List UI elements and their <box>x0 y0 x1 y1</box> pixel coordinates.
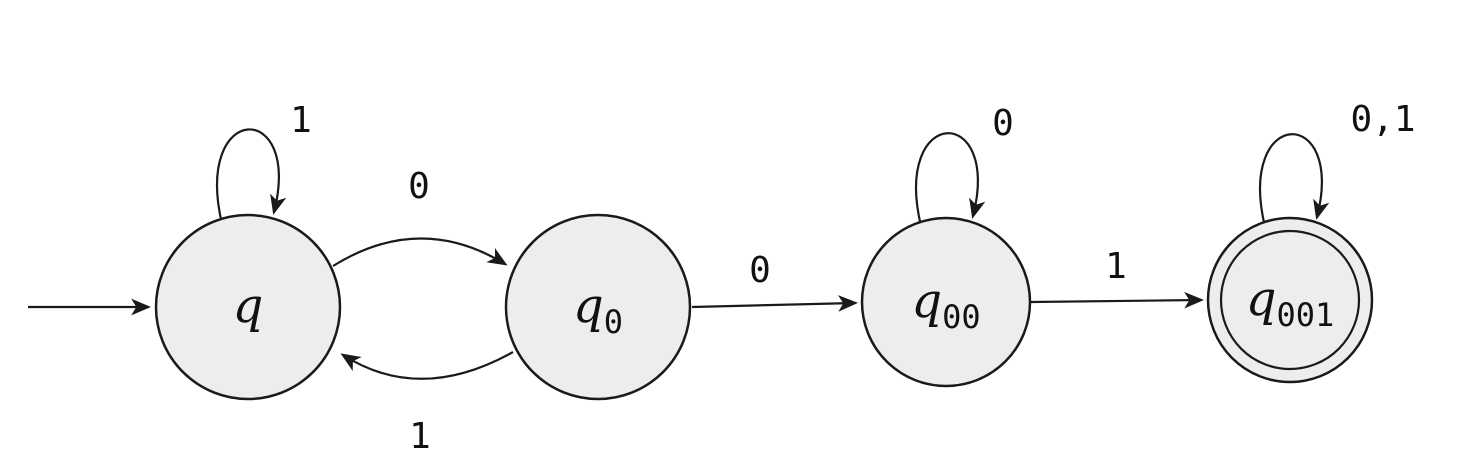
state-q00 <box>860 216 1032 388</box>
transition-label-q001-loop: 0,1 <box>1350 99 1415 140</box>
state-label-q001: q001 <box>1246 271 1335 334</box>
state-q001 <box>1206 216 1374 384</box>
state-label-q: q <box>233 278 264 334</box>
transition-label-q0-q00: 0 <box>749 250 771 291</box>
transition-label-q00-loop: 0 <box>992 103 1014 144</box>
transition-q001-q001-loop <box>1259 133 1330 228</box>
transition-label-q00-q001: 1 <box>1105 246 1127 287</box>
transition-label-q0-q: 1 <box>409 416 431 457</box>
state-q <box>154 213 342 401</box>
state-label-q00: q00 <box>911 273 980 336</box>
transition-label-q-q0: 0 <box>408 166 430 207</box>
transition-q00-q001 <box>1030 291 1204 309</box>
state-q0 <box>504 213 692 401</box>
transition-q0-q <box>340 351 514 380</box>
transition-q-q-loop <box>216 128 287 225</box>
transition-q-q0 <box>332 237 508 267</box>
transition-q0-q00 <box>691 295 858 312</box>
transition-q00-q00-loop <box>915 132 986 227</box>
state-label-q0: q0 <box>573 278 623 341</box>
state-q001-accepting-ring <box>1219 229 1361 371</box>
transition-label-q-loop: 1 <box>290 100 312 141</box>
